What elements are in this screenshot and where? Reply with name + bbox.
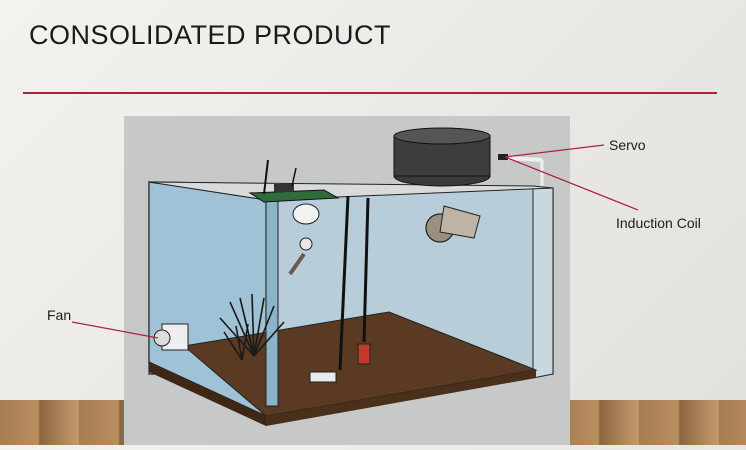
tank-floor-front bbox=[149, 362, 266, 426]
fan-icon bbox=[153, 329, 171, 347]
rod-1 bbox=[338, 195, 350, 371]
label-servo: Servo bbox=[609, 137, 646, 153]
title-divider bbox=[23, 92, 717, 94]
induction-coil-icon bbox=[507, 156, 543, 162]
sensor-probe bbox=[357, 343, 371, 365]
heater-tip bbox=[299, 237, 313, 251]
thermometer bbox=[288, 252, 306, 276]
label-fan: Fan bbox=[47, 307, 72, 323]
slide-title: CONSOLIDATED PRODUCT bbox=[29, 20, 392, 50]
aquarium-plant bbox=[219, 293, 285, 361]
tank-right-wall bbox=[532, 187, 554, 379]
board-component bbox=[274, 184, 294, 192]
product-diagram bbox=[124, 116, 570, 445]
servo-motor-icon bbox=[498, 154, 508, 160]
heater-bulb bbox=[292, 203, 320, 225]
label-induction-coil: Induction Coil bbox=[616, 215, 701, 231]
tank-illustration bbox=[148, 127, 554, 426]
floor-device bbox=[309, 371, 337, 383]
antenna-2 bbox=[291, 167, 297, 187]
rod-2 bbox=[362, 197, 370, 343]
pipe bbox=[265, 199, 279, 407]
antenna bbox=[263, 159, 269, 195]
reservoir-top bbox=[393, 127, 491, 145]
circuit-board bbox=[248, 189, 340, 203]
feeder-plate bbox=[439, 205, 481, 239]
tank-floor-right bbox=[266, 370, 536, 426]
